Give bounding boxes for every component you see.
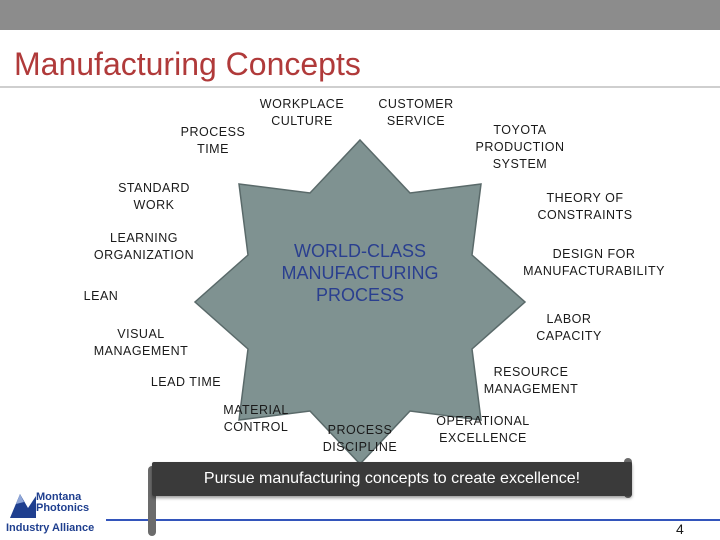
concept-visual-management: VISUAL MANAGEMENT bbox=[93, 327, 189, 358]
concept-theory-of-constraints: THEORY OF CONSTRAINTS bbox=[537, 191, 633, 222]
logo-name: Montana Photonics bbox=[36, 491, 90, 514]
concept-toyota-production-system: TOYOTA PRODUCTION SYSTEM bbox=[475, 123, 565, 171]
concept-workplace-culture: WORKPLACE CULTURE bbox=[259, 97, 345, 128]
title-divider bbox=[0, 86, 720, 88]
banner-scroll-left bbox=[148, 466, 156, 536]
slide-title: Manufacturing Concepts bbox=[14, 46, 361, 82]
concept-lean: LEAN bbox=[83, 289, 119, 303]
logo-tagline: Industry Alliance bbox=[6, 522, 95, 534]
concept-learning-organization: LEARNING ORGANIZATION bbox=[93, 231, 195, 262]
center-label: WORLD-CLASS MANUFACTURING PROCESS bbox=[281, 241, 439, 305]
footer-rule bbox=[106, 519, 720, 521]
concept-material-control: MATERIAL CONTROL bbox=[223, 403, 289, 434]
concept-labor-capacity: LABOR CAPACITY bbox=[536, 312, 602, 343]
concept-process-discipline: PROCESS DISCIPLINE bbox=[322, 423, 398, 454]
concept-design-for-manufacturability: DESIGN FOR MANUFACTURABILITY bbox=[523, 247, 665, 278]
concept-standard-work: STANDARD WORK bbox=[118, 181, 190, 212]
concept-process-time: PROCESS TIME bbox=[180, 125, 246, 156]
page-number: 4 bbox=[676, 521, 684, 537]
concept-lead-time: LEAD TIME bbox=[150, 375, 222, 389]
top-bar bbox=[0, 0, 720, 30]
montana-photonics-logo-icon bbox=[10, 494, 36, 518]
concept-operational-excellence: OPERATIONAL EXCELLENCE bbox=[436, 414, 530, 445]
concept-resource-management: RESOURCE MANAGEMENT bbox=[483, 365, 579, 396]
slogan-banner: Pursue manufacturing concepts to create … bbox=[152, 462, 632, 496]
concept-customer-service: CUSTOMER SERVICE bbox=[378, 97, 454, 128]
